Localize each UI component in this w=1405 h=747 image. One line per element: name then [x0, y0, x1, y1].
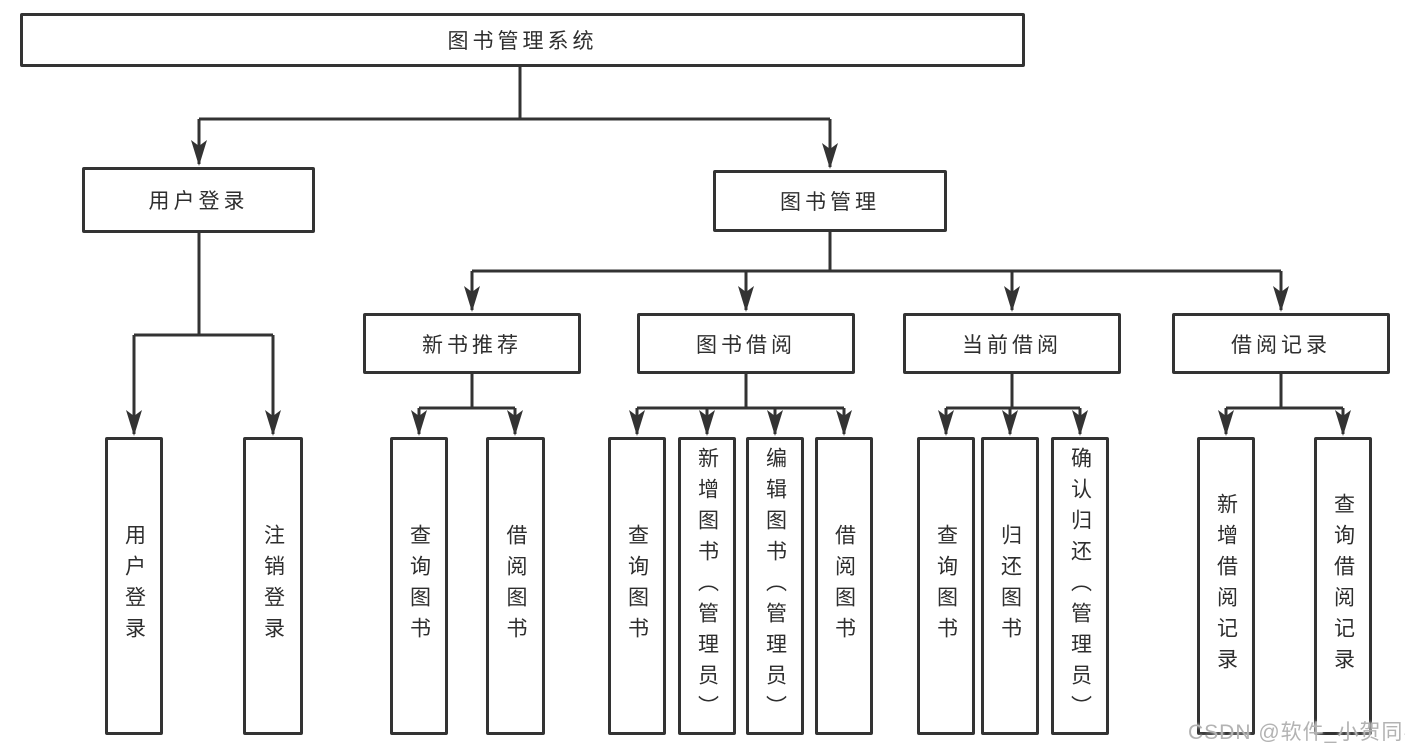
arrowhead [1002, 410, 1018, 436]
arrowhead [1072, 410, 1088, 436]
arrowhead [822, 143, 838, 169]
leaf-rec-borrow-books: 借阅图书 [486, 437, 545, 735]
leaf-logout-login: 注销登录 [243, 437, 303, 735]
node-new-book-recommendation: 新书推荐 [363, 313, 581, 374]
arrowhead [1273, 286, 1289, 312]
arrowhead [1335, 410, 1351, 436]
leaf-borrow-edit-books-admin: 编辑图书（管理员） [746, 437, 804, 735]
arrowhead [767, 410, 783, 436]
csdn-watermark: CSDN @软件_小贺同学 [1188, 721, 1405, 744]
arrowhead [738, 286, 754, 312]
node-user-login: 用户登录 [82, 167, 315, 233]
arrowhead [191, 140, 207, 166]
node-current-borrowing: 当前借阅 [903, 313, 1121, 374]
node-book-borrowing: 图书借阅 [637, 313, 855, 374]
leaf-borrow-borrow-books: 借阅图书 [815, 437, 873, 735]
node-borrowing-records: 借阅记录 [1172, 313, 1390, 374]
arrowhead [938, 410, 954, 436]
leaf-rec-query-books: 查询图书 [390, 437, 448, 735]
leaf-records-query-record: 查询借阅记录 [1314, 437, 1372, 735]
arrowhead [464, 286, 480, 312]
arrowhead [699, 410, 715, 436]
arrowhead [629, 410, 645, 436]
leaf-records-add-record: 新增借阅记录 [1197, 437, 1255, 735]
arrowhead [1218, 410, 1234, 436]
leaf-current-return-books: 归还图书 [981, 437, 1039, 735]
leaf-borrow-query-books: 查询图书 [608, 437, 666, 735]
arrowhead [265, 410, 281, 436]
leaf-current-query-books: 查询图书 [917, 437, 975, 735]
node-library-management-system: 图书管理系统 [20, 13, 1025, 67]
arrowhead [126, 410, 142, 436]
arrowhead [1004, 286, 1020, 312]
node-book-management: 图书管理 [713, 170, 947, 232]
leaf-user-login: 用户登录 [105, 437, 163, 735]
leaf-current-confirm-return-admin: 确认归还（管理员） [1051, 437, 1109, 735]
arrowhead [411, 410, 427, 436]
leaf-borrow-add-books-admin: 新增图书（管理员） [678, 437, 736, 735]
arrowhead [507, 410, 523, 436]
arrowhead [836, 410, 852, 436]
